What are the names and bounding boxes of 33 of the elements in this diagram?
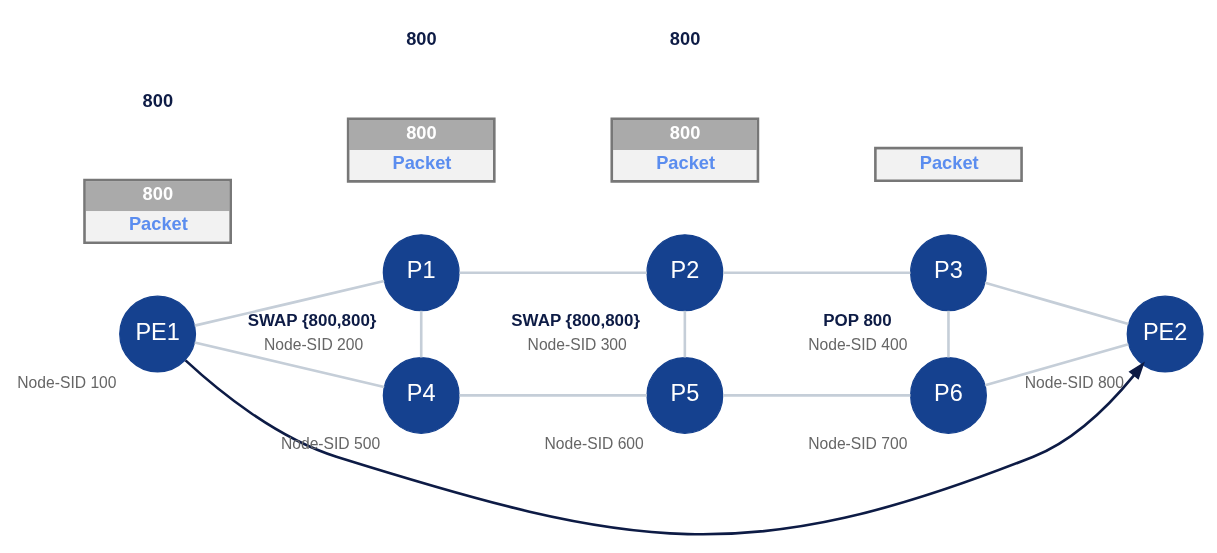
connector [194,341,385,389]
node-label: Node-SID 300 [527,335,627,353]
connector [947,310,950,358]
connector [459,271,647,274]
node-label: SWAP {800,800} [511,311,641,331]
node-circle: P3 [909,234,987,312]
node-circle: PE2 [1126,295,1204,373]
node-label: Node-SID 700 [808,435,908,453]
connector [984,281,1129,326]
node-label: Node-SID 400 [808,335,908,353]
node-label: POP 800 [823,311,892,331]
node-label: Node-SID 800 [1024,373,1125,391]
connector [419,310,423,358]
arrow [184,359,1145,536]
node-circle: P4 [382,356,460,434]
label: 800 [142,89,174,111]
node-label: SWAP {800,800} [247,311,377,331]
node-circle: PE1 [119,295,197,373]
connector [683,310,687,358]
connector [984,342,1129,387]
label: 800 [669,28,701,50]
node-circle: P1 [382,234,460,312]
node-label: Node-SID 100 [17,373,117,391]
connector [723,394,911,397]
node-circle: P6 [909,356,987,434]
connector [194,279,385,327]
node-label: Node-SID 200 [263,335,364,353]
connector [723,271,911,274]
label: 800 [406,28,437,50]
connector [459,394,647,397]
node-circle: P5 [646,356,724,434]
node-circle: P2 [646,234,724,312]
node-label: Node-SID 600 [544,435,644,453]
